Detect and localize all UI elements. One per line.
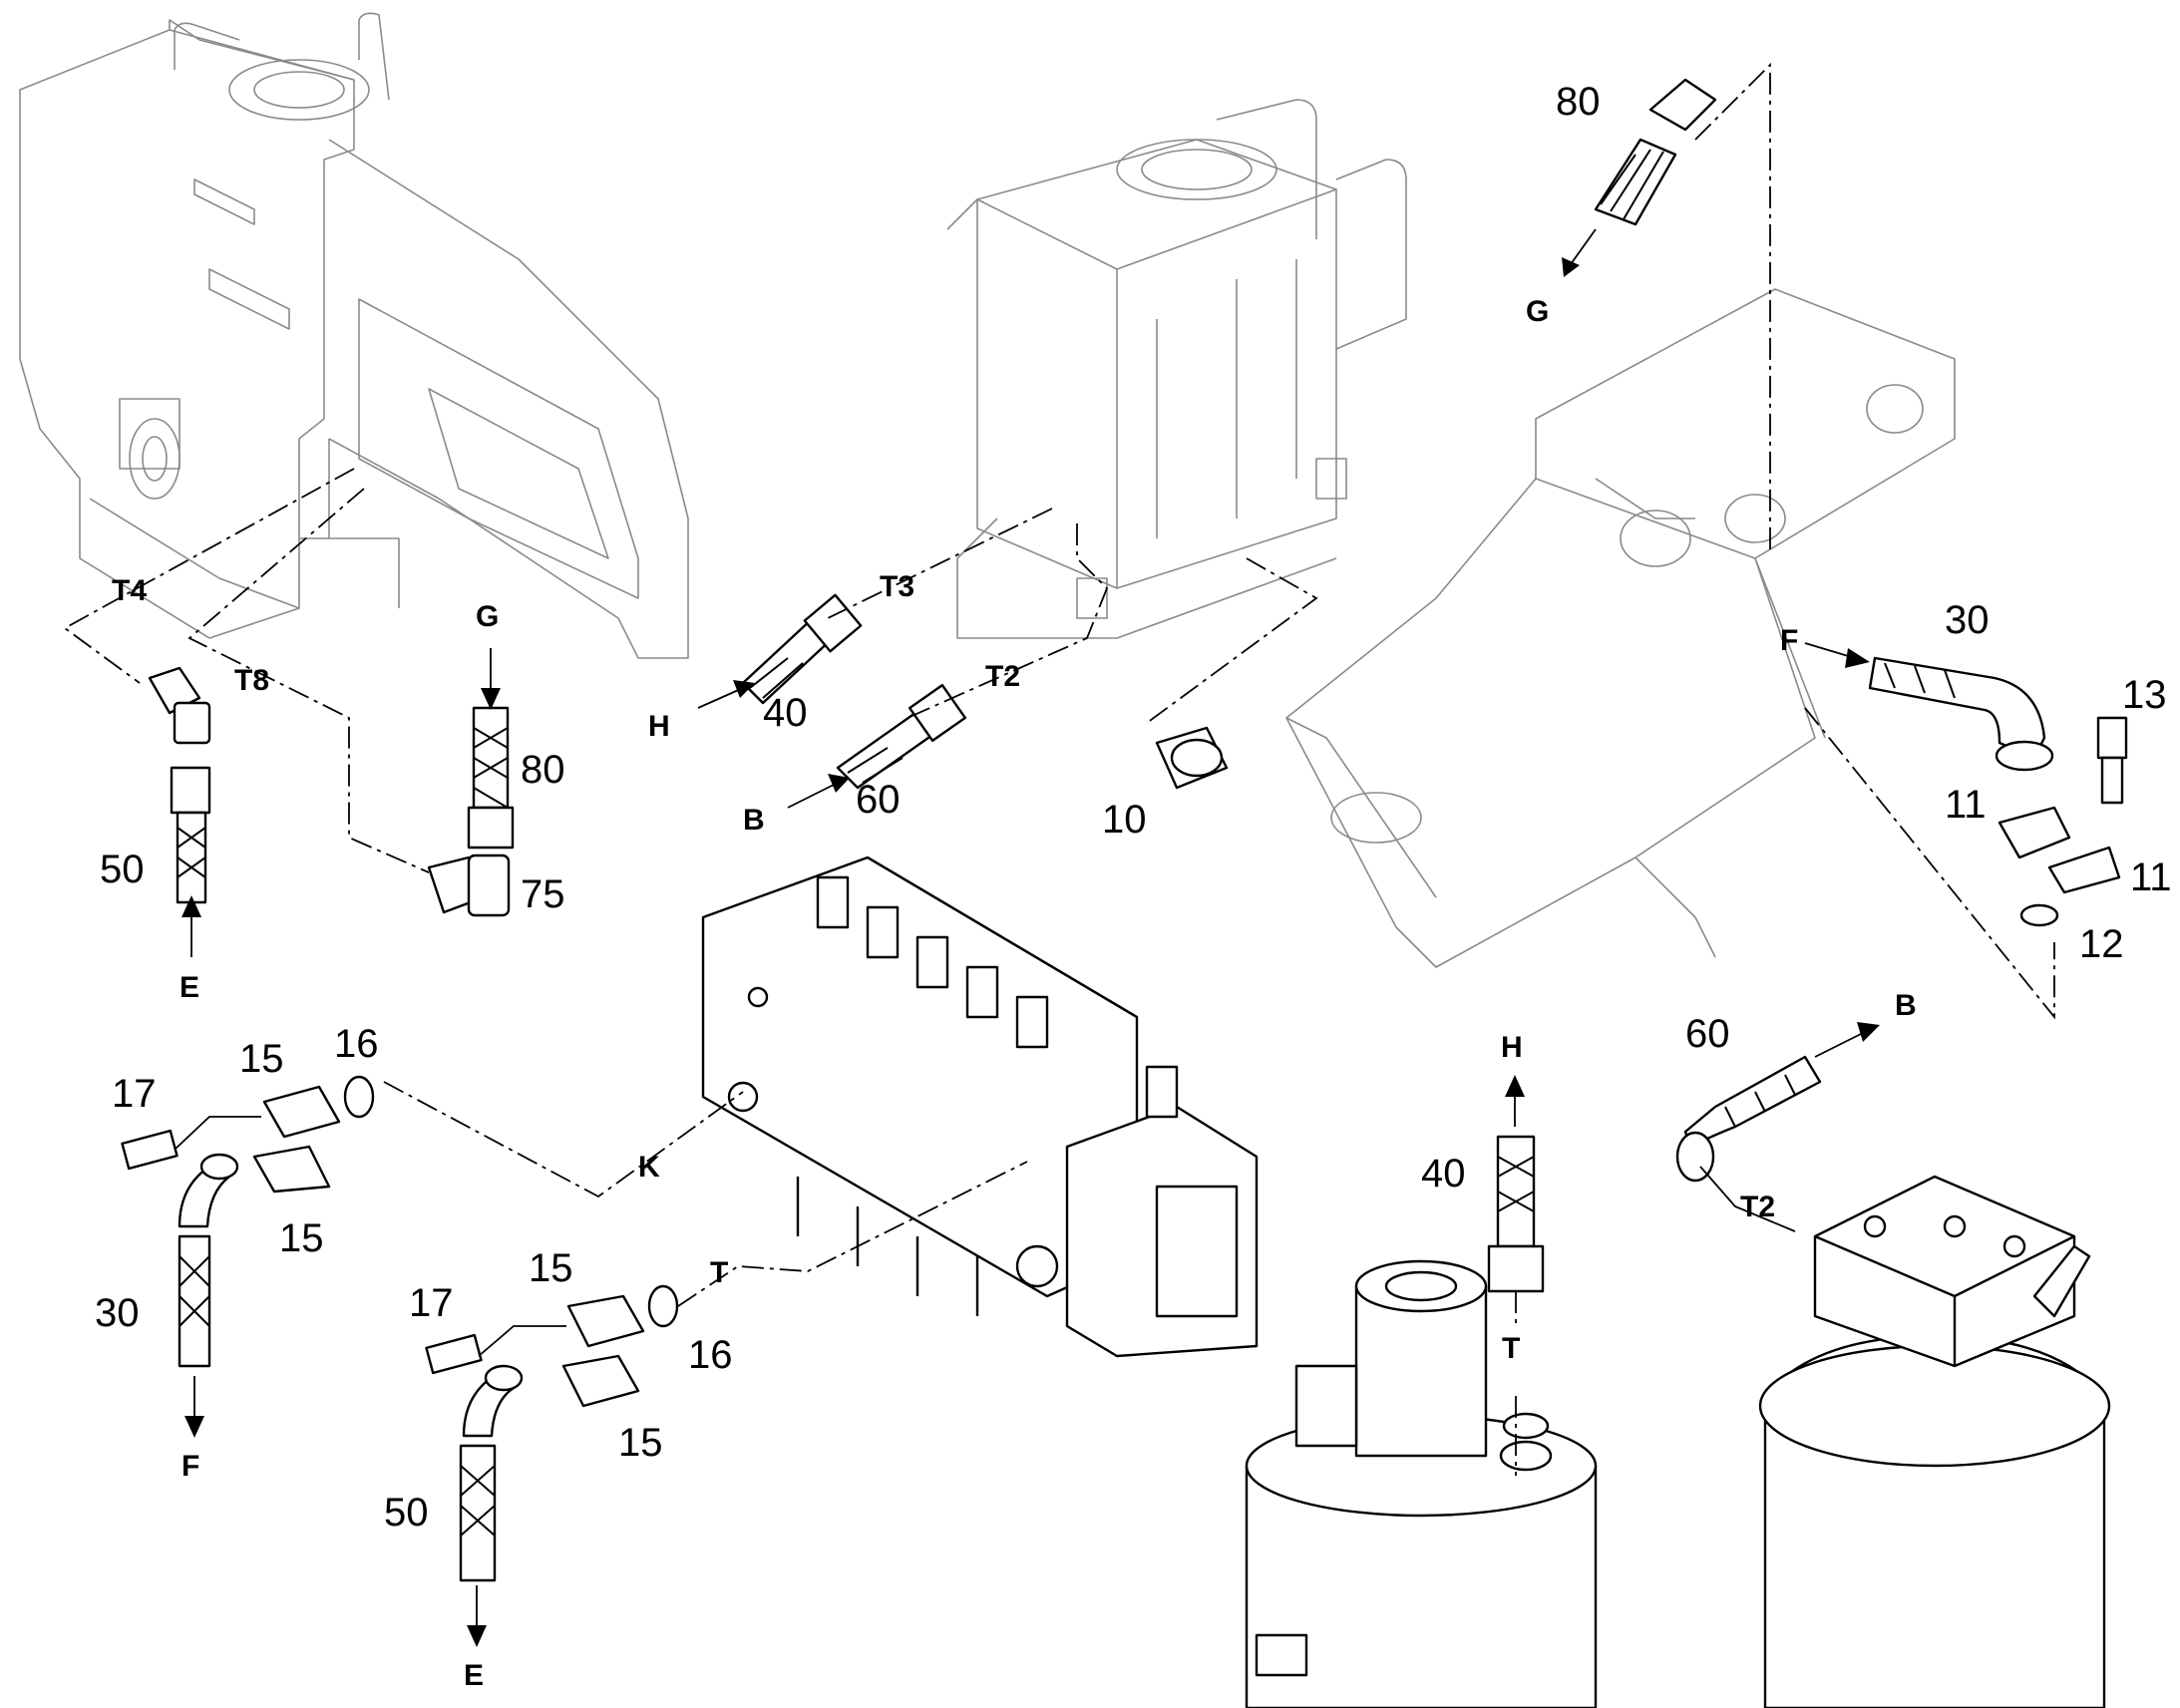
part-number-15-c: 15 xyxy=(529,1246,573,1290)
part-number-80-mid: 80 xyxy=(521,748,565,792)
part-number-12: 12 xyxy=(2079,922,2124,966)
port-label-g-mid: G xyxy=(476,600,499,633)
tank-housing-center xyxy=(946,99,1407,639)
part-number-15-d: 15 xyxy=(618,1421,663,1465)
part-number-40-top: 40 xyxy=(763,691,808,735)
part-number-60-bottom: 60 xyxy=(1685,1012,1730,1056)
arrow-h-top xyxy=(697,680,755,709)
part-number-75: 75 xyxy=(521,872,565,916)
port-label-k: K xyxy=(638,1151,660,1184)
frame-housing-left xyxy=(19,12,689,659)
travel-motor-right xyxy=(1758,1175,2111,1708)
elbow-fitting-t4 xyxy=(148,666,211,745)
swing-motor-center xyxy=(1245,1259,1598,1708)
arrow-g-top xyxy=(1562,228,1597,277)
part-number-60-top: 60 xyxy=(856,778,901,822)
hose-80-top xyxy=(1594,78,1717,226)
arrow-g-mid xyxy=(481,648,501,710)
port-label-f-right: F xyxy=(1780,624,1798,657)
port-label-t-motor: T xyxy=(1502,1332,1520,1365)
arrow-f-left xyxy=(184,1376,204,1438)
port-label-t-valve: T xyxy=(710,1256,728,1289)
part-number-11-b: 11 xyxy=(2130,855,2172,899)
port-label-g-top: G xyxy=(1526,295,1549,328)
port-label-t8: T8 xyxy=(234,664,269,697)
port-label-t2-top: T2 xyxy=(985,660,1020,693)
part-number-30-right: 30 xyxy=(1945,598,1990,642)
arrow-h-bottom xyxy=(1505,1075,1525,1127)
o-ring-12 xyxy=(2019,903,2059,927)
part-number-50-left: 50 xyxy=(100,848,145,891)
part-number-40-bottom: 40 xyxy=(1421,1152,1466,1196)
port-label-t2-bottom: T2 xyxy=(1740,1191,1775,1223)
port-label-e-left: E xyxy=(180,971,199,1004)
plug-10 xyxy=(1155,726,1229,790)
port-label-t3: T3 xyxy=(880,570,914,603)
part-number-50-bottom: 50 xyxy=(384,1491,429,1535)
hose-60-bottom xyxy=(1675,1055,1822,1183)
screw-13 xyxy=(2096,716,2128,805)
clamp-halves-11 xyxy=(1998,806,2121,894)
arrow-b-bottom xyxy=(1814,1022,1880,1058)
flange-kit-left xyxy=(121,1075,375,1368)
port-label-b-top: B xyxy=(743,804,765,837)
part-number-17-a: 17 xyxy=(112,1072,157,1116)
control-valve-block xyxy=(701,855,1259,1358)
part-number-11-a: 11 xyxy=(1945,783,1987,827)
arrow-f-right xyxy=(1804,642,1870,668)
part-number-17-b: 17 xyxy=(409,1281,454,1325)
center-lines xyxy=(63,62,2055,1476)
elbow-fitting-75 xyxy=(427,854,511,917)
part-number-10: 10 xyxy=(1102,798,1147,842)
flange-kit-bottom xyxy=(425,1284,679,1582)
arrow-e-bottom xyxy=(467,1585,487,1647)
arrow-b-top xyxy=(787,774,850,809)
part-number-15-b: 15 xyxy=(279,1216,324,1260)
part-number-16-a: 16 xyxy=(334,1022,379,1066)
port-label-h-top: H xyxy=(648,710,670,743)
leader-lines xyxy=(174,1116,1796,1357)
port-label-b-bottom: B xyxy=(1895,989,1917,1022)
port-label-h-bottom: H xyxy=(1501,1031,1523,1064)
hose-30-right xyxy=(1868,656,2054,772)
port-label-t4: T4 xyxy=(112,574,147,607)
hose-50-left xyxy=(170,766,211,904)
hose-40-bottom xyxy=(1487,1135,1545,1293)
port-label-f-left: F xyxy=(182,1450,199,1483)
port-label-e-bottom: E xyxy=(464,1659,484,1692)
part-number-13: 13 xyxy=(2122,673,2167,717)
cooler-assembly-right xyxy=(1285,288,1956,968)
part-number-16-b: 16 xyxy=(688,1333,733,1377)
part-number-30-left: 30 xyxy=(95,1291,140,1335)
arrow-e-left xyxy=(182,895,201,957)
part-number-15-a: 15 xyxy=(239,1037,284,1081)
part-number-80-top: 80 xyxy=(1556,80,1601,124)
hose-80-mid xyxy=(467,706,515,850)
